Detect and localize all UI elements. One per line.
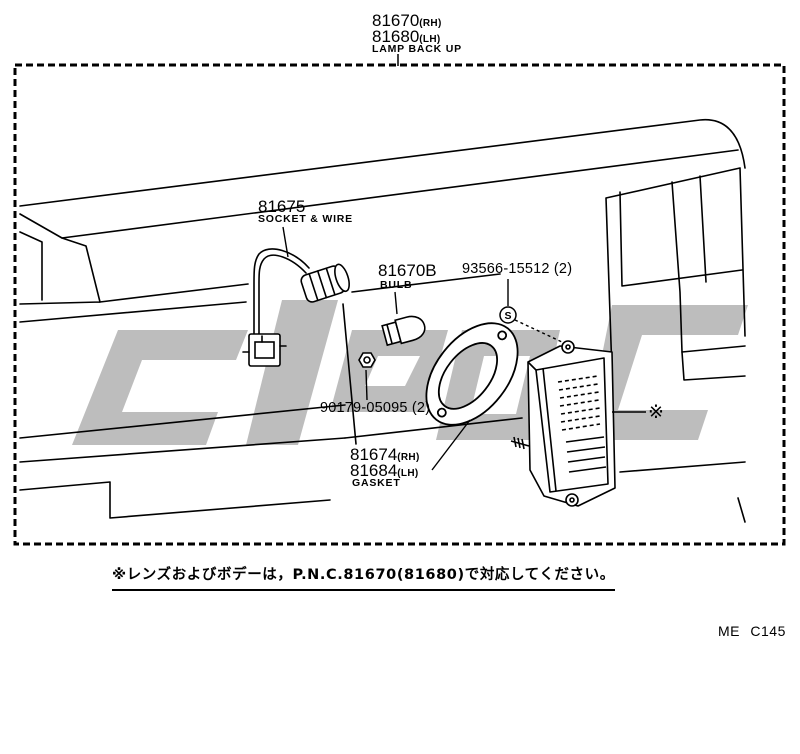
bulb-glass bbox=[394, 315, 426, 345]
socket-rib-3 bbox=[325, 268, 336, 295]
lamp-lens-edge bbox=[527, 361, 557, 492]
title-rh-line: 81670(RH) bbox=[372, 12, 442, 30]
lens-body-mark: ※ bbox=[648, 401, 664, 423]
lamp-bottom-tab-hole bbox=[569, 497, 575, 503]
bumper-line-2 bbox=[19, 437, 346, 463]
nut bbox=[358, 352, 376, 368]
bulb-base-edge bbox=[386, 324, 393, 345]
nut-leader bbox=[365, 369, 368, 401]
panel-line-lower bbox=[19, 301, 247, 323]
watermark-glyph-1 bbox=[72, 330, 248, 445]
connector bbox=[242, 333, 287, 367]
watermark-glyph-5 bbox=[585, 305, 748, 440]
socket-part-name: SOCKET & WIRE bbox=[258, 213, 353, 225]
title-lh-number: 81680 bbox=[372, 27, 420, 46]
gasket-ring bbox=[425, 322, 519, 426]
gasket-hole-top bbox=[497, 330, 508, 341]
gasket-part-name: GASKET bbox=[352, 477, 401, 489]
bulb-part-name: BULB bbox=[380, 279, 413, 291]
screw-dashed-leader bbox=[514, 319, 563, 343]
title-lh-line: 81680(LH) bbox=[372, 28, 440, 46]
gasket-rh-number: 81674 bbox=[350, 445, 398, 464]
wire-inner bbox=[258, 254, 307, 335]
connector-tabs bbox=[242, 335, 287, 353]
gasket-lh-line: 81684(LH) bbox=[350, 462, 418, 480]
lamp-assembly bbox=[510, 340, 616, 507]
lamp-bottom-tab bbox=[565, 493, 579, 507]
gasket-lh-suffix: (LH) bbox=[397, 468, 419, 479]
lamp-lens-lines bbox=[565, 436, 607, 473]
panel-upper-edge bbox=[19, 149, 739, 239]
bumper-line-3 bbox=[19, 481, 331, 519]
screw-symbol-letter: S bbox=[504, 310, 511, 322]
panel-line-upper bbox=[99, 283, 249, 303]
bulb-leader bbox=[394, 291, 398, 315]
footnote-text: ※レンズおよびボデーは，P.N.C.81670(81680)で対応してください。 bbox=[112, 567, 615, 583]
panel-line-middle bbox=[351, 273, 501, 293]
bulb bbox=[381, 315, 426, 347]
gasket-rh-line: 81674(RH) bbox=[350, 446, 420, 464]
gasket-lh-number: 81684 bbox=[350, 461, 398, 480]
dashed-frame bbox=[13, 63, 786, 546]
bumper-line-1 bbox=[19, 404, 346, 439]
watermark-glyph-2 bbox=[246, 300, 338, 445]
title-lh-suffix: (LH) bbox=[419, 34, 441, 45]
title-rh-number: 81670 bbox=[372, 11, 420, 30]
bumper-line-4 bbox=[344, 417, 523, 439]
lamp-top-tab bbox=[561, 340, 575, 354]
leader-lines bbox=[282, 226, 646, 471]
screw-part-number: 93566-15512 (2) bbox=[462, 261, 573, 277]
trunk-edge-line bbox=[19, 118, 746, 207]
left-ledge bbox=[19, 231, 101, 305]
gasket-hole-bottom bbox=[436, 407, 447, 418]
socket-axis-line bbox=[342, 303, 357, 445]
right-pillar-lines bbox=[605, 167, 746, 373]
nut-part-number: 90179-05095 (2) bbox=[320, 400, 431, 416]
nut-hole bbox=[363, 356, 371, 364]
title-part-name: LAMP BACK UP bbox=[372, 43, 462, 55]
socket-rib-2 bbox=[316, 270, 328, 299]
socket-rib-1 bbox=[308, 272, 319, 302]
socket-and-wire bbox=[242, 248, 350, 367]
figure-code: ME C145 bbox=[718, 623, 786, 639]
lamp-top-tab-hole bbox=[565, 344, 571, 350]
bulb-part-number: 81670B bbox=[378, 261, 437, 280]
socket-leader bbox=[282, 226, 289, 258]
watermark-glyph-3 bbox=[330, 330, 448, 412]
gasket bbox=[425, 322, 519, 426]
title-rh-suffix: (RH) bbox=[419, 18, 442, 29]
gasket-rh-suffix: (RH) bbox=[397, 452, 420, 463]
screw-symbol-circle bbox=[499, 306, 517, 324]
connector-face bbox=[254, 341, 275, 359]
gasket-leader bbox=[431, 419, 471, 471]
socket-mouth bbox=[334, 263, 350, 293]
socket-part-number: 81675 bbox=[258, 197, 306, 216]
wire-outer bbox=[253, 248, 310, 335]
socket-body bbox=[300, 263, 350, 303]
lamp-terminal bbox=[510, 436, 530, 450]
screw-symbol: S bbox=[499, 306, 563, 343]
